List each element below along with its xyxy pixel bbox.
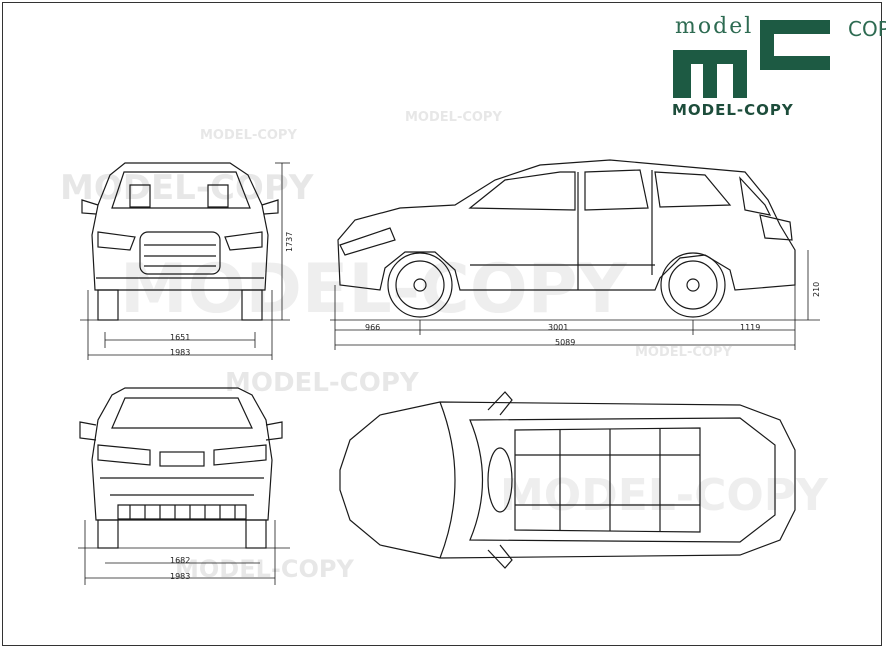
logo-bottom-word: MODEL-COPY (672, 101, 794, 119)
front-width-label: 1983 (170, 348, 191, 357)
watermark: MODEL-COPY (200, 128, 297, 143)
front-track-label: 1651 (170, 333, 191, 342)
rear-overhang-label: 1119 (740, 323, 761, 332)
rear-view (79, 387, 283, 549)
rear-track-label: 1682 (170, 556, 191, 565)
dimension-lines (78, 162, 820, 585)
watermark: MODEL-COPY (635, 345, 732, 360)
front-overhang-label: 966 (365, 323, 381, 332)
watermark: MODEL-COPY (60, 168, 314, 208)
watermark: MODEL-COPY (225, 368, 419, 398)
watermark: MODEL-COPY (500, 470, 828, 521)
logo-top-word: model (675, 14, 754, 39)
overall-length-label: 5089 (555, 338, 576, 347)
top-view (339, 391, 796, 569)
rear-width-label: 1983 (170, 572, 191, 581)
front-height-label: 1737 (285, 231, 294, 252)
wheelbase-label: 3001 (548, 323, 569, 332)
ground-clearance-label: 210 (812, 281, 821, 297)
watermark: MODEL-COPY (405, 110, 502, 125)
front-view (81, 162, 279, 321)
side-view (337, 159, 796, 318)
